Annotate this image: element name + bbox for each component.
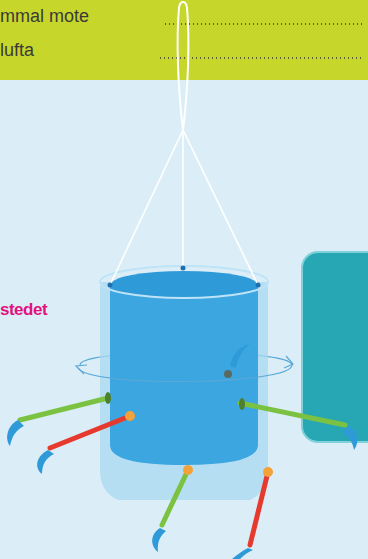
info-panel xyxy=(302,252,368,442)
fill-in-line xyxy=(160,57,362,58)
water-squirts xyxy=(7,344,357,559)
water xyxy=(110,285,258,465)
top-band xyxy=(0,0,368,80)
straw-joints xyxy=(105,370,273,477)
string xyxy=(110,130,183,285)
bottle xyxy=(100,282,268,500)
string xyxy=(182,130,184,268)
fill-in-text: lufta xyxy=(0,40,34,61)
hanging-loop xyxy=(178,2,189,130)
fill-in-text: mmal mote xyxy=(0,6,89,27)
rotation-arrow xyxy=(78,365,292,382)
straws xyxy=(20,398,345,545)
fill-in-line xyxy=(165,23,362,24)
string xyxy=(183,130,258,285)
heading-label: stedet xyxy=(0,300,47,320)
bottle-rim xyxy=(100,266,268,298)
